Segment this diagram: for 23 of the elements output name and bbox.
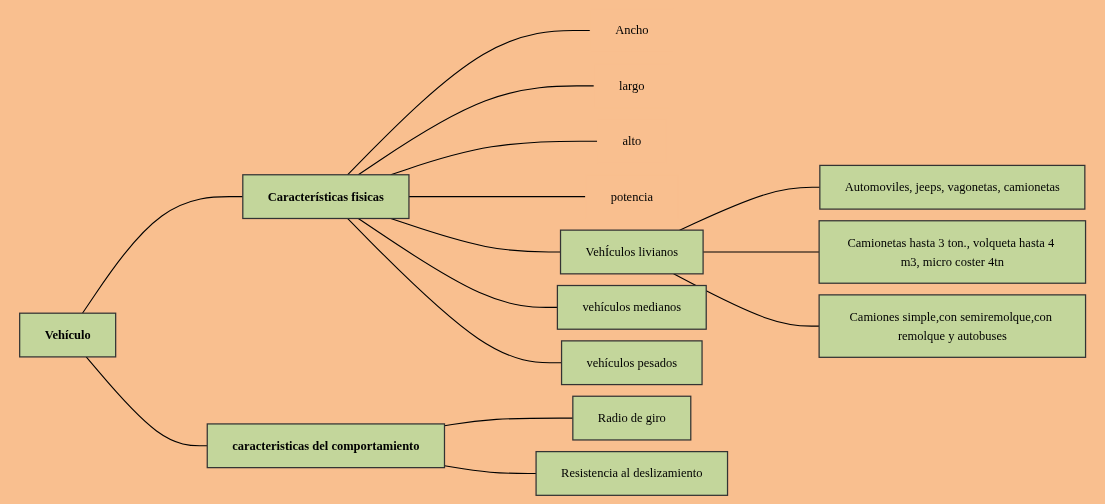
- node-text: Ancho: [615, 23, 649, 37]
- connector: [346, 217, 562, 364]
- connector: [702, 251, 820, 253]
- node-text: largo: [618, 79, 645, 93]
- node-box: caracteristicas del comportamiento: [206, 423, 445, 469]
- node-text: potencia: [610, 189, 653, 204]
- connector: [346, 30, 591, 176]
- node-box: vehículos pesados: [560, 340, 703, 386]
- node-box: Radio de giro: [572, 395, 692, 441]
- node-box: Camiones simple,con semiremolque,con remolque y autobuses: [818, 294, 1087, 358]
- node-box: vehículos medianos: [556, 284, 707, 330]
- connector: [357, 85, 595, 176]
- connector: [85, 356, 208, 447]
- node-box: Características fisicas: [242, 174, 410, 220]
- connector: [408, 196, 587, 198]
- node-box: Vehículo: [18, 312, 117, 358]
- node-box: VehÍculos livianos: [559, 229, 704, 275]
- connector: [672, 273, 820, 327]
- node-box: Resistencia al deslizamiento: [535, 451, 729, 496]
- connector: [357, 217, 558, 308]
- node-box: Camionetas hasta 3 ton., volqueta hasta 4 m3, micro coster 4tn: [818, 220, 1087, 284]
- node-box: Automoviles, jeeps, vagonetas, camionetas: [819, 164, 1086, 210]
- node-text: alto: [622, 134, 642, 148]
